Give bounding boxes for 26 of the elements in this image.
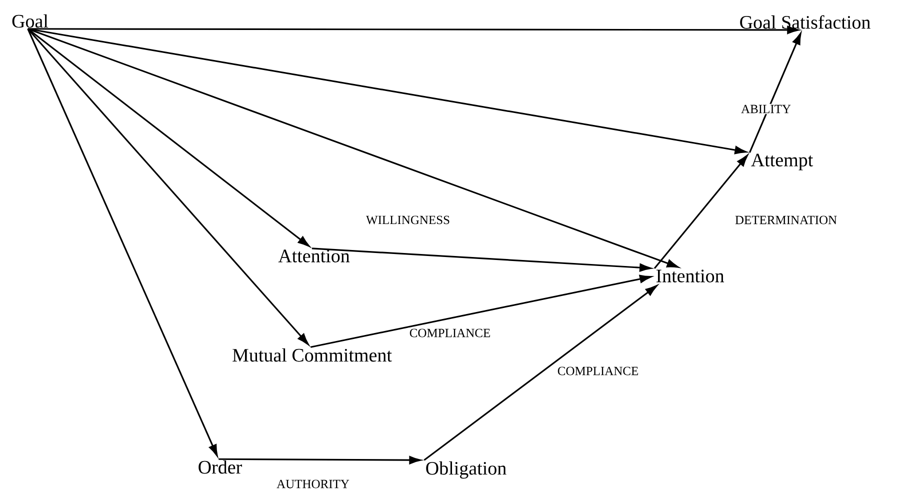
edge-label: AUTHORITY	[276, 478, 350, 490]
edge-label: COMPLIANCE	[556, 366, 640, 376]
arrow	[218, 456, 421, 464]
edge-label: COMPLIANCE	[408, 328, 492, 338]
node-label: Obligation	[426, 461, 506, 479]
node-label: Attempt	[751, 154, 814, 170]
node-label: Intention	[656, 270, 724, 282]
arrow	[312, 248, 652, 272]
arrow	[28, 28, 679, 268]
arrow	[748, 32, 802, 153]
node-label: Goal Satisfaction	[740, 15, 870, 29]
node-label: Attention	[278, 250, 350, 262]
arrow	[654, 154, 748, 269]
arrow	[28, 26, 799, 34]
edge-label: ABILITY	[740, 104, 792, 114]
edge-label: DETERMINATION	[734, 214, 838, 226]
arrow	[310, 274, 652, 348]
node-label: Order	[198, 460, 242, 474]
arrow	[27, 28, 309, 345]
arrow	[424, 285, 658, 461]
node-label: Mutual Commitment	[232, 348, 392, 362]
arrow	[27, 28, 218, 456]
arrow	[28, 28, 746, 154]
node-label: Goal	[12, 14, 48, 28]
arrow	[27, 28, 310, 247]
edge-label: WILLINGNESS	[365, 214, 452, 226]
